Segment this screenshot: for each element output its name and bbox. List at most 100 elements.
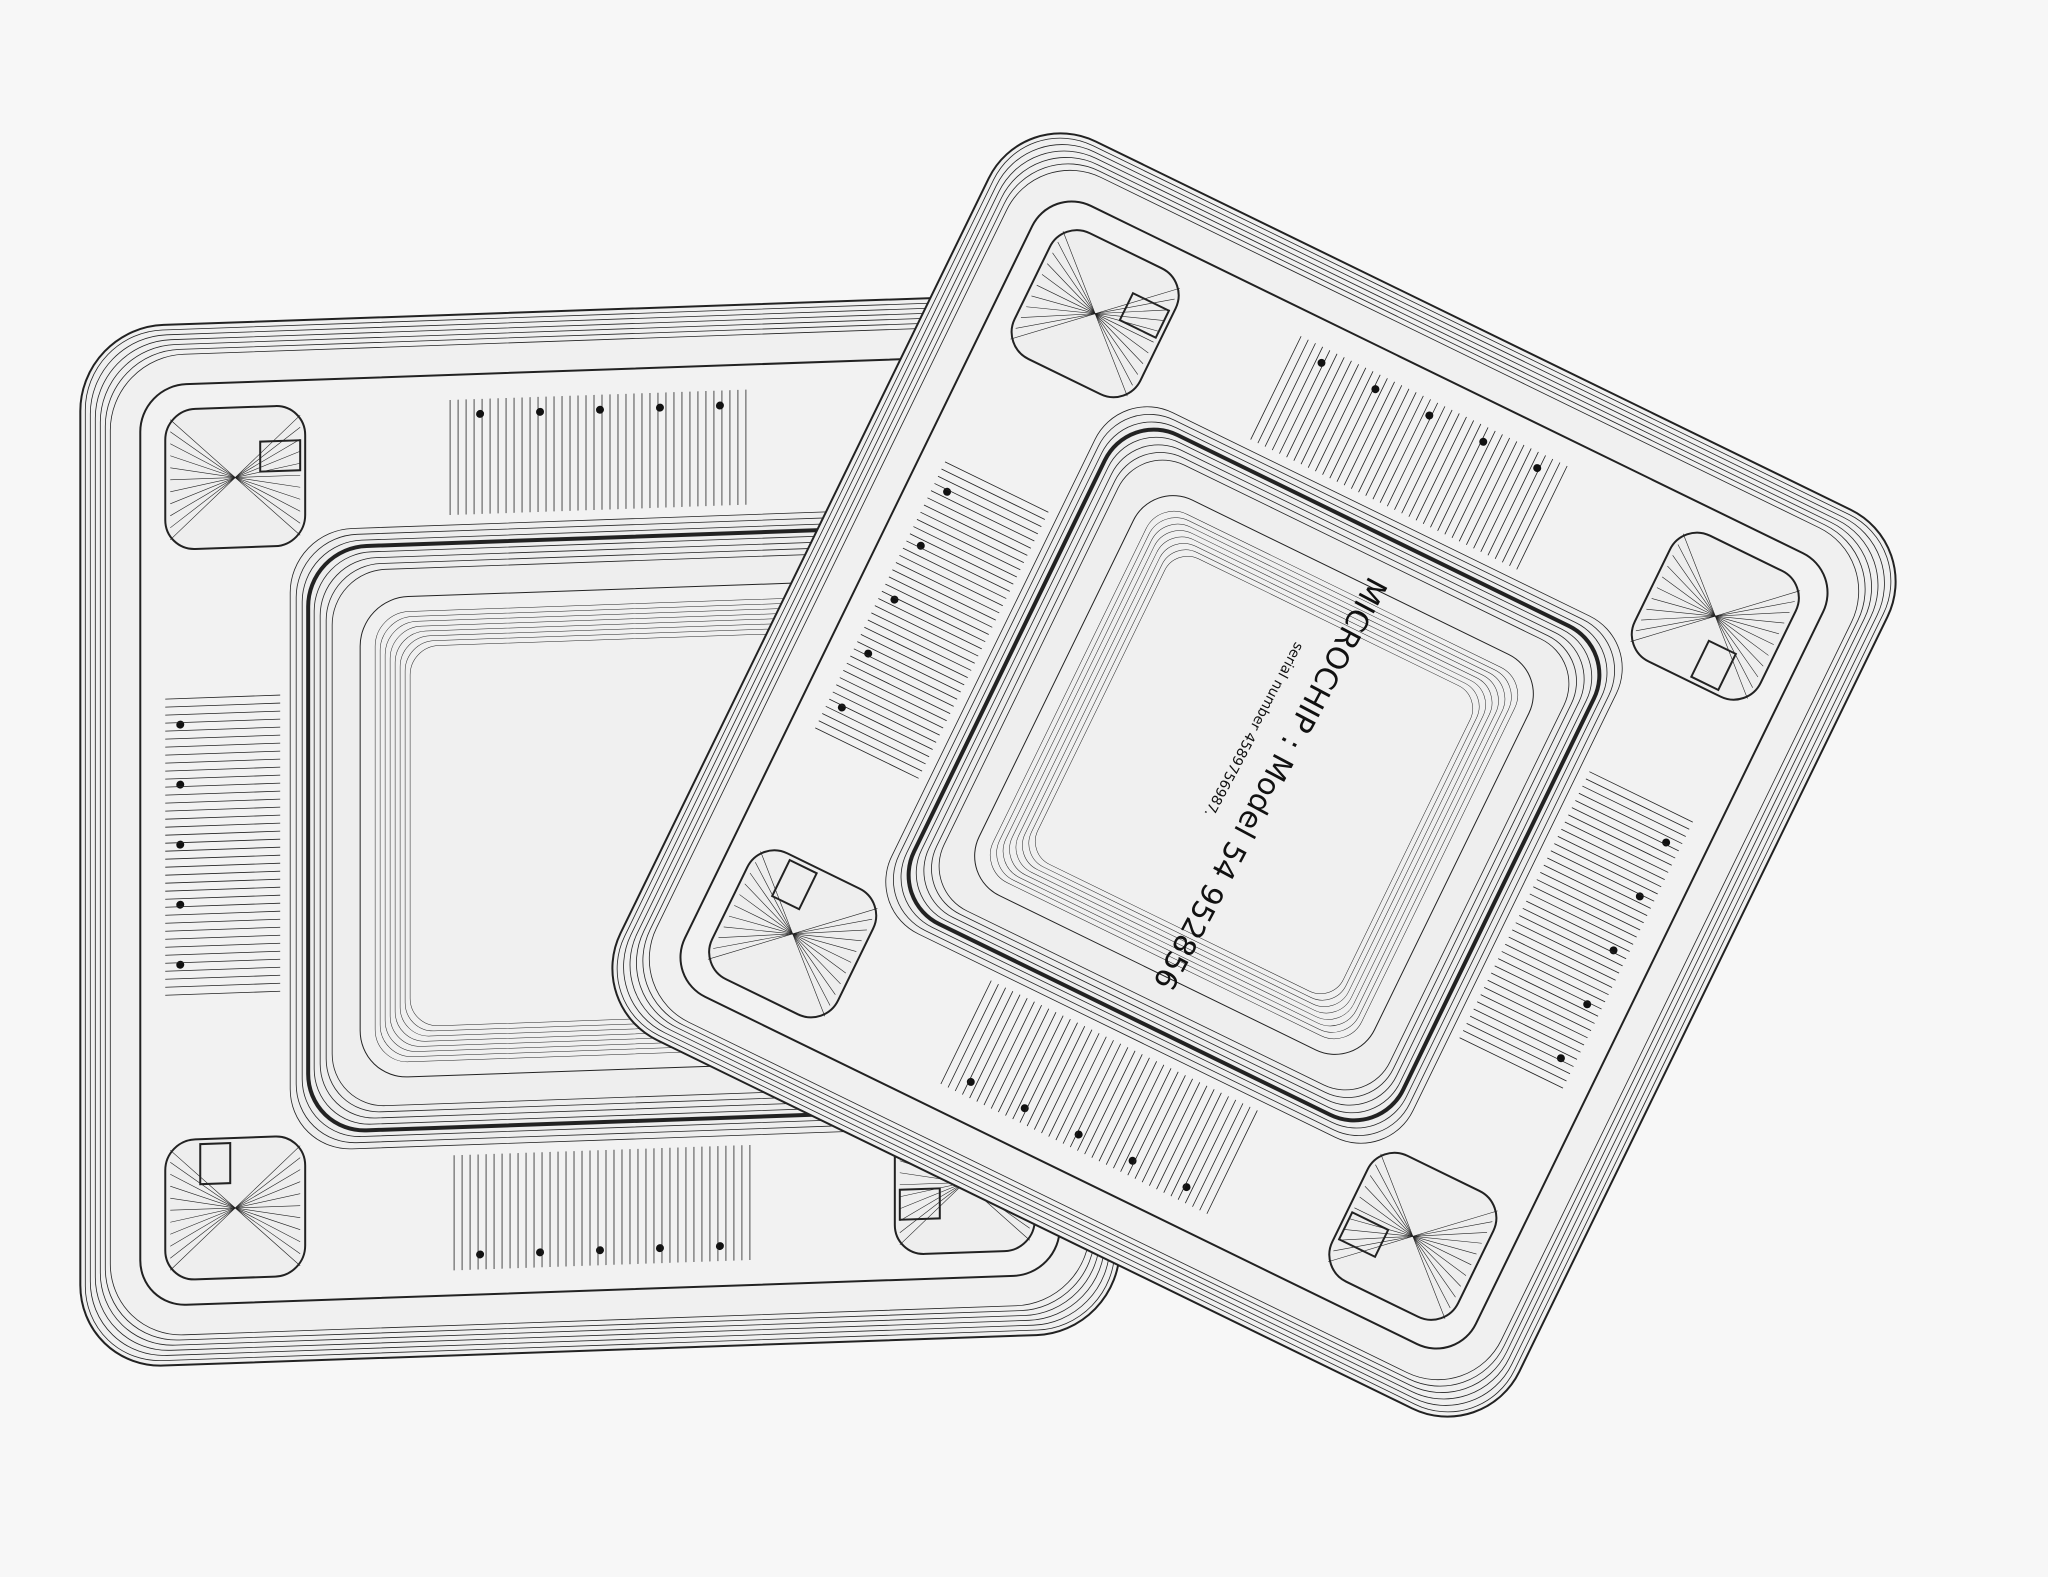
smd-component [898,1187,941,1221]
smd-component [259,439,302,473]
trace [1012,1015,1064,1120]
via-dot [966,1077,975,1086]
trace [940,980,992,1085]
trace [829,698,933,750]
trace [927,497,1032,549]
trace [165,974,281,980]
wire-line [636,157,1872,1393]
trace [165,814,281,820]
trace [1487,451,1539,556]
trace [165,774,281,780]
via-dot [837,703,846,712]
trace [1250,336,1302,440]
via-dot [1128,1156,1137,1165]
trace [885,583,989,635]
trace [1557,836,1662,888]
via-dot [1609,946,1618,955]
trace [1543,864,1648,916]
trace [1458,437,1510,542]
trace [165,766,281,772]
trace [165,782,281,788]
trace [937,475,1042,528]
trace [990,1005,1042,1109]
trace [947,983,999,1088]
trace [878,598,982,650]
trace [1120,1068,1172,1172]
trace [1105,1061,1158,1165]
trace [165,726,281,732]
via-dot [1583,1000,1592,1009]
die-bevel [1002,523,1506,1027]
trace [1394,406,1446,510]
trace [934,483,1039,535]
trace [1184,1099,1237,1204]
trace [1498,958,1602,1010]
trace [836,684,940,736]
trace [1491,972,1595,1024]
trace [1480,448,1532,553]
trace [832,691,937,743]
via-dot [655,403,664,412]
trace [165,926,281,932]
trace [976,997,1028,1102]
smd-component [1118,291,1171,340]
via-dot [476,409,485,418]
trace [1473,444,1525,549]
trace [1515,922,1620,974]
trace [1141,1078,1193,1183]
wire-line [707,908,878,960]
trace [1041,1029,1093,1134]
via-dot [1662,838,1671,847]
die-ring [900,421,1608,1129]
trace [165,838,281,844]
trace [1127,1071,1179,1176]
trace [818,720,923,772]
trace [1077,1047,1129,1151]
via-dot [536,407,545,416]
trace [1336,378,1388,482]
die-ring [931,452,1577,1098]
trace [1561,828,1665,880]
trace-bundle [1118,291,1671,1063]
trace [1415,416,1467,521]
trace [864,626,968,679]
trace [1508,936,1613,988]
trace [1372,395,1424,500]
trace [815,727,919,779]
trace [1484,987,1588,1039]
trace [892,569,996,621]
trace [165,830,281,836]
die-bevel [1009,530,1499,1020]
trace [1505,943,1609,996]
trace [839,677,944,729]
trace [1526,900,1630,952]
smd-component [1337,1210,1390,1259]
smd-component [199,1142,232,1186]
trace [1550,850,1655,902]
smd-component [1689,639,1738,692]
wire-line [170,1145,301,1271]
trace [1084,1050,1136,1155]
trace [1512,929,1616,981]
trace [930,490,1035,542]
trace [1501,951,1606,1003]
trace [1487,979,1592,1031]
trace [165,950,281,956]
trace [1589,771,1693,823]
trace [1350,385,1403,489]
wire-line [1630,590,1801,642]
trace [165,734,281,740]
trace [1170,1092,1222,1197]
trace [1459,1037,1564,1089]
trace [843,670,947,722]
trace [1055,1036,1107,1141]
trace [1564,821,1669,873]
trace [954,987,1007,1092]
trace-bundle [966,639,1738,1192]
trace [1134,1075,1186,1179]
via-dot [890,595,899,604]
trace [1473,1008,1578,1060]
trace [165,854,281,860]
trace [165,902,281,908]
